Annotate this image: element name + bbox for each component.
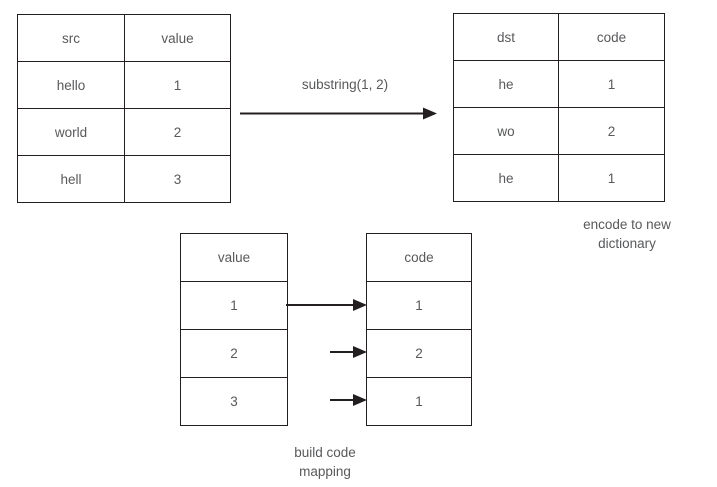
cell-dst-0-0: he <box>453 60 559 108</box>
cell-dst-2-1: 1 <box>558 154 665 202</box>
cell-dst-1-1: 2 <box>558 107 665 155</box>
cell-dst-2-0: he <box>453 154 559 202</box>
cell-src-0-1: 1 <box>124 61 231 109</box>
cell-code-2: 1 <box>366 377 472 426</box>
cell-value-1: 2 <box>180 329 288 378</box>
table-value: value 1 2 3 <box>180 233 288 426</box>
table-row: wo 2 <box>453 107 665 155</box>
table-row: world 2 <box>17 108 231 156</box>
cell-src-1-1: 2 <box>124 108 231 156</box>
table-row: 3 <box>180 377 288 426</box>
column-header-value: value <box>124 14 231 62</box>
table-row-header: src value <box>17 14 231 62</box>
column-header-value: value <box>180 233 288 282</box>
table-row: 2 <box>366 329 472 378</box>
cell-src-1-0: world <box>17 108 125 156</box>
label-encode-to-new-dictionary: encode to new dictionary <box>583 217 671 251</box>
cell-dst-1-0: wo <box>453 107 559 155</box>
table-row-header: dst code <box>453 13 665 61</box>
cell-src-2-0: hell <box>17 155 125 203</box>
table-row: 1 <box>366 281 472 330</box>
table-row-header: value <box>180 233 288 282</box>
substring-arrow-icon <box>240 107 437 120</box>
table-row: he 1 <box>453 154 665 202</box>
table-row: 2 <box>180 329 288 378</box>
cell-dst-0-1: 1 <box>558 60 665 108</box>
table-code: code 1 2 1 <box>366 233 472 426</box>
column-header-code: code <box>366 233 472 282</box>
table-dst: dst code he 1 wo 2 he 1 <box>453 13 665 202</box>
cell-src-0-0: hello <box>17 61 125 109</box>
label-substring: substring(1, 2) <box>301 77 389 92</box>
cell-code-0: 1 <box>366 281 472 330</box>
cell-code-1: 2 <box>366 329 472 378</box>
map-arrow-3-icon <box>330 394 367 406</box>
cell-value-2: 3 <box>180 377 288 426</box>
table-src: src value hello 1 world 2 hell 3 <box>17 14 231 203</box>
column-header-src: src <box>17 14 125 62</box>
table-row-header: code <box>366 233 472 282</box>
table-row: 1 <box>180 281 288 330</box>
table-row: he 1 <box>453 60 665 108</box>
table-row: hell 3 <box>17 155 231 203</box>
column-header-code: code <box>558 13 665 61</box>
map-arrow-1-icon <box>286 299 367 311</box>
cell-src-2-1: 3 <box>124 155 231 203</box>
table-row: hello 1 <box>17 61 231 109</box>
map-arrow-2-icon <box>330 346 367 358</box>
column-header-dst: dst <box>453 13 559 61</box>
table-row: 1 <box>366 377 472 426</box>
label-build-code-mapping: build code mapping <box>294 445 356 479</box>
cell-value-0: 1 <box>180 281 288 330</box>
